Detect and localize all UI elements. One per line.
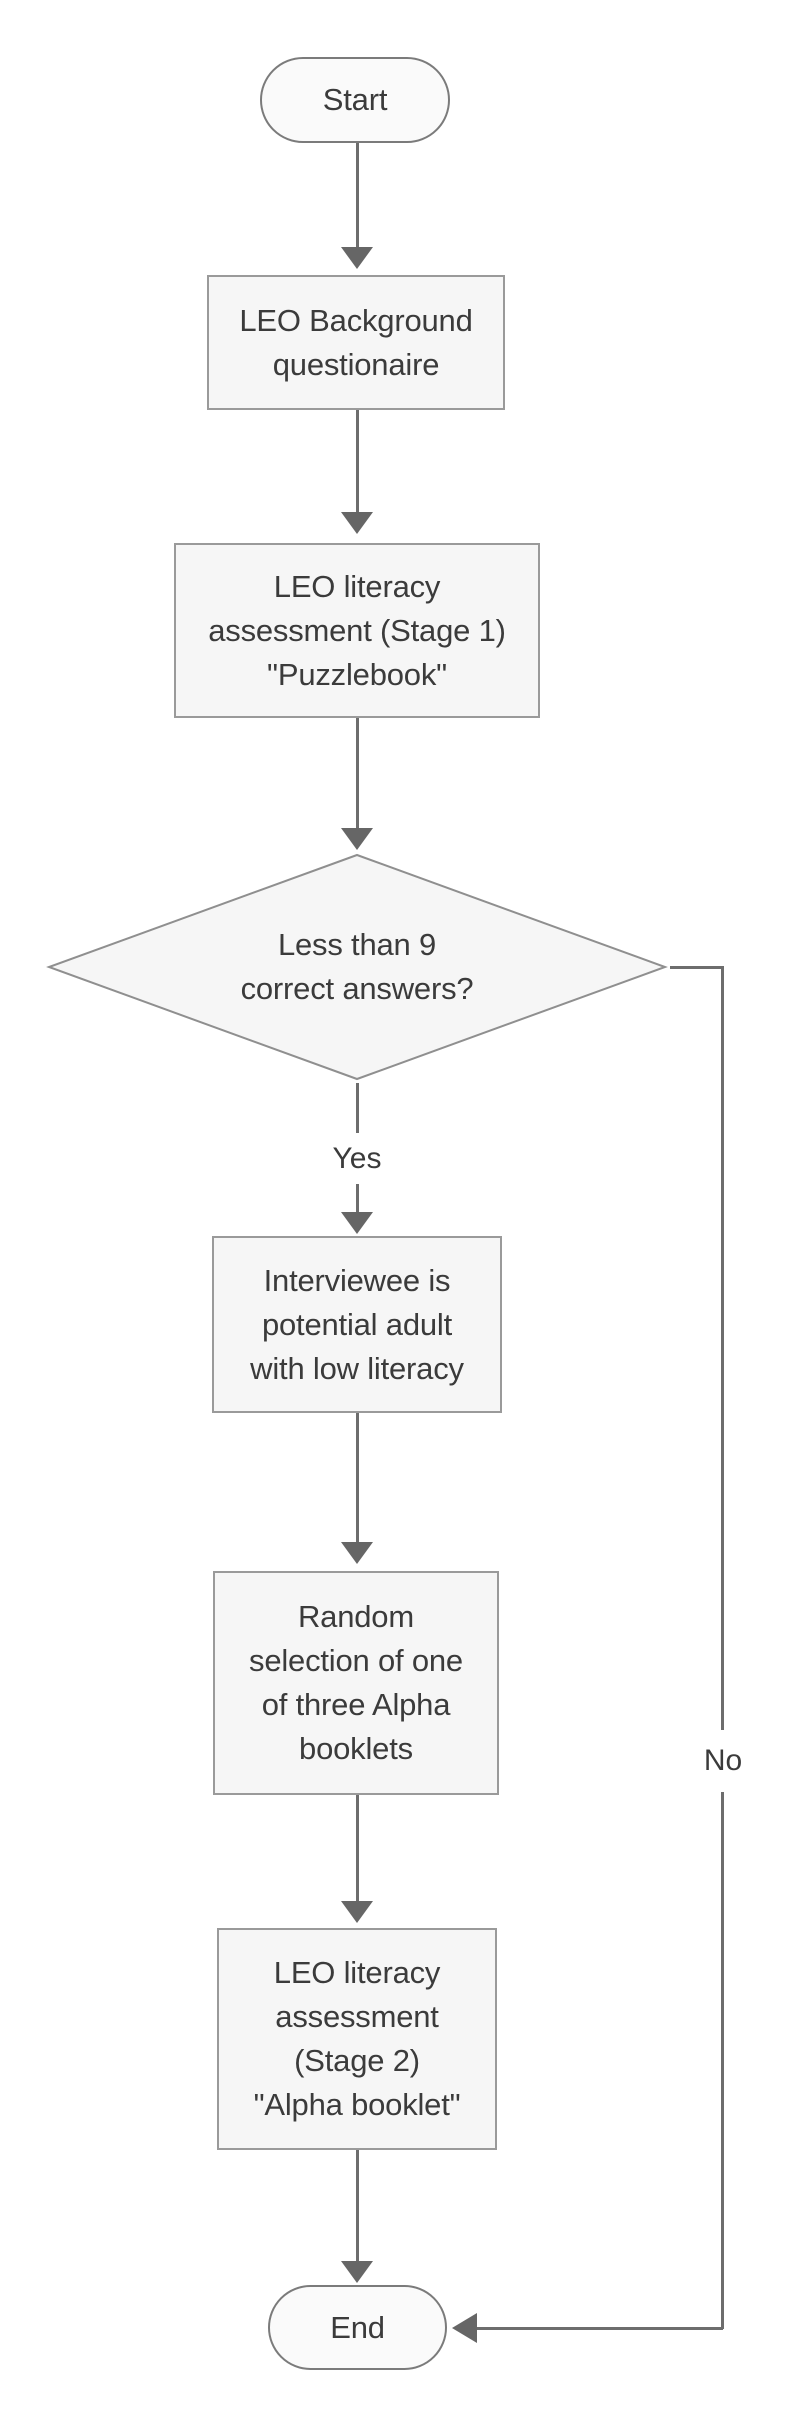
edge-start-to-questionnaire xyxy=(356,143,359,247)
edge-decision-no-horizontal-top xyxy=(670,966,723,969)
arrowhead-down-icon xyxy=(341,828,373,850)
edge-label-yes: Yes xyxy=(307,1141,407,1177)
end-node-label: End xyxy=(330,2309,385,2345)
arrowhead-down-icon xyxy=(341,247,373,269)
process-node-background-questionnaire-label: LEO Background questionaire xyxy=(239,302,473,382)
arrowhead-down-icon xyxy=(341,512,373,534)
process-node-random-booklet-selection-label: Random selection of one of three Alpha b… xyxy=(249,1599,463,1766)
process-node-background-questionnaire: LEO Background questionaire xyxy=(207,275,505,410)
arrowhead-down-icon xyxy=(341,2261,373,2283)
edge-decision-no-horizontal-bottom xyxy=(477,2327,723,2330)
end-node: End xyxy=(268,2285,447,2370)
process-node-interviewee-low-literacy-label: Interviewee is potential adult with low … xyxy=(250,1262,464,1386)
decision-diamond-shape xyxy=(46,853,668,1081)
process-node-interviewee-low-literacy: Interviewee is potential adult with low … xyxy=(212,1236,502,1413)
edge-stage2-to-end xyxy=(356,2150,359,2261)
edge-decision-yes-segment-2 xyxy=(356,1184,359,1212)
decision-node-less-than-9: Less than 9 correct answers? xyxy=(46,853,668,1081)
arrowhead-down-icon xyxy=(341,1901,373,1923)
edge-stage1-to-decision xyxy=(356,718,359,828)
edge-decision-no-vertical-upper xyxy=(721,966,724,1730)
start-node: Start xyxy=(260,57,450,143)
arrowhead-down-icon xyxy=(341,1542,373,1564)
process-node-stage1-assessment-label: LEO literacy assessment (Stage 1) "Puzzl… xyxy=(208,568,506,692)
process-node-stage2-assessment: LEO literacy assessment (Stage 2) "Alpha… xyxy=(217,1928,497,2150)
edge-decision-no-vertical-lower xyxy=(721,1792,724,2329)
decision-diamond-polygon xyxy=(46,853,668,1081)
edge-questionnaire-to-stage1 xyxy=(356,410,359,512)
edge-label-no: No xyxy=(697,1743,749,1779)
start-node-label: Start xyxy=(322,82,388,117)
edge-interviewee-to-random xyxy=(356,1413,359,1542)
arrowhead-left-icon xyxy=(452,2313,477,2343)
edge-random-to-stage2 xyxy=(356,1795,359,1902)
arrowhead-down-icon xyxy=(341,1212,373,1234)
process-node-stage1-assessment: LEO literacy assessment (Stage 1) "Puzzl… xyxy=(174,543,540,718)
decision-node-label: Less than 9 correct answers? xyxy=(240,927,474,1006)
edge-decision-yes-segment-1 xyxy=(356,1083,359,1133)
process-node-random-booklet-selection: Random selection of one of three Alpha b… xyxy=(213,1571,499,1795)
process-node-stage2-assessment-label: LEO literacy assessment (Stage 2) "Alpha… xyxy=(253,1955,461,2122)
